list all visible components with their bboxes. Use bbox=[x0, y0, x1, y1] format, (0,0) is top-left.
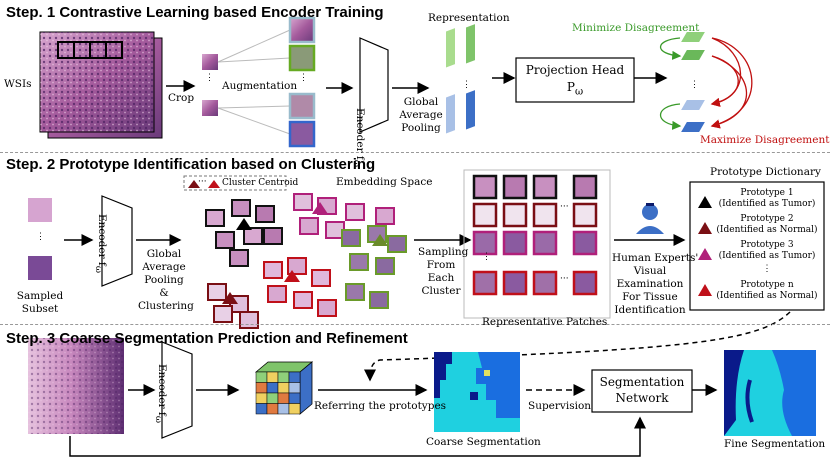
referring-prototypes-label: Referring the prototypes bbox=[314, 400, 447, 412]
prototype-3-icon bbox=[698, 248, 712, 260]
cropped-patches bbox=[202, 54, 218, 116]
representative-row-magenta bbox=[472, 230, 598, 256]
encoder-trapezoid-2 bbox=[101, 195, 133, 287]
legend-ellipsis: ··· bbox=[198, 177, 207, 187]
representation-bars bbox=[446, 24, 475, 134]
feature-cube bbox=[254, 361, 314, 415]
embedding-space-label: Embedding Space bbox=[336, 176, 433, 188]
arrow-skip-to-network bbox=[69, 416, 646, 457]
augmentation-label: Augmentation bbox=[222, 80, 298, 92]
augmentation-ellipsis: ⋮ bbox=[205, 73, 214, 83]
representative-group bbox=[463, 169, 611, 319]
projection-head-box bbox=[515, 57, 635, 103]
augmented-ellipsis: ⋮ bbox=[299, 73, 308, 83]
representative-row-black bbox=[472, 174, 598, 200]
step3-input-image bbox=[28, 338, 124, 434]
prototype-1-icon bbox=[698, 196, 712, 208]
representative-row-darkred bbox=[472, 202, 598, 228]
separator-1 bbox=[0, 152, 830, 153]
expert-person-icon bbox=[636, 203, 664, 234]
legend-centroid-icon-b bbox=[208, 180, 220, 188]
crop-label: Crop bbox=[168, 92, 195, 104]
fine-segmentation-label: Fine Segmentation bbox=[724, 438, 826, 450]
representative-patches-label: Representative Patches bbox=[482, 316, 608, 328]
coarse-segmentation-label: Coarse Segmentation bbox=[426, 436, 541, 448]
maximize-label: Maximize Disagreement bbox=[700, 134, 830, 146]
segmentation-network-box bbox=[591, 369, 693, 413]
step2-title: Step. 2 Prototype Identification based o… bbox=[6, 156, 376, 173]
wsi-label: WSIs bbox=[4, 78, 32, 90]
embedding-cluster-darkred bbox=[207, 283, 259, 329]
rep-col-ellipsis: ⋮ bbox=[482, 252, 491, 262]
representation-ellipsis: ⋮ bbox=[462, 80, 471, 90]
projected-bars bbox=[681, 32, 705, 132]
representative-row-red bbox=[472, 270, 598, 296]
prototype-dictionary-title: Prototype Dictionary bbox=[710, 166, 821, 178]
supervision-label: Supervision bbox=[528, 400, 592, 412]
rep-row1-ellipsis: ··· bbox=[560, 202, 569, 212]
augmentation-lines bbox=[217, 29, 291, 135]
coarse-segmentation-map bbox=[434, 352, 520, 432]
representation-label: Representation bbox=[428, 12, 510, 24]
encoder-trapezoid-1 bbox=[359, 37, 389, 133]
prototype-3-text: Prototype 3(Identified as Tumor) bbox=[718, 240, 816, 261]
projection-head-label: Projection Head Pω bbox=[525, 63, 625, 98]
sampled-ellipsis: ⋮ bbox=[36, 232, 45, 242]
augmented-patches bbox=[288, 16, 316, 148]
projected-ellipsis: ⋮ bbox=[690, 80, 699, 90]
sampled-subset-patches bbox=[28, 198, 52, 280]
encoder-trapezoid-3 bbox=[161, 341, 193, 439]
encoder-label-3: Encoder fω bbox=[152, 364, 168, 423]
minimize-arrows bbox=[660, 37, 682, 130]
separator-2 bbox=[0, 324, 830, 325]
maximize-arrows bbox=[710, 37, 753, 129]
embedding-cluster-red bbox=[263, 257, 337, 317]
prototype-2-icon bbox=[698, 222, 712, 234]
encoder-label-2: Encoder fω bbox=[92, 214, 108, 273]
embedding-cluster-magenta bbox=[293, 193, 395, 239]
dashed-dictionary-to-step3 bbox=[364, 311, 791, 382]
prototype-n-text: Prototype n(Identified as Normal) bbox=[716, 280, 818, 301]
prototype-2-text: Prototype 2(Identified as Normal) bbox=[716, 214, 818, 235]
prototype-n-icon bbox=[698, 284, 712, 296]
prototype-ellipsis: ⋮ bbox=[762, 264, 772, 274]
embedding-cluster-green bbox=[341, 225, 407, 309]
centroid-legend-box bbox=[183, 175, 287, 191]
wsi-stack bbox=[39, 31, 163, 139]
fine-segmentation-map bbox=[724, 350, 816, 436]
embedding-cluster-black bbox=[205, 199, 283, 267]
cluster-centroid-legend-label: Cluster Centroid bbox=[222, 178, 299, 188]
prototype-dictionary-box bbox=[689, 181, 825, 311]
step1-title: Step. 1 Contrastive Learning based Encod… bbox=[6, 4, 384, 21]
rep-row4-ellipsis: ··· bbox=[560, 274, 569, 284]
step3-title: Step. 3 Coarse Segmentation Prediction a… bbox=[6, 330, 408, 347]
legend-centroid-icon-a bbox=[188, 180, 200, 188]
minimize-label: Minimize Disagreement bbox=[572, 22, 700, 34]
prototype-1-text: Prototype 1(Identified as Tumor) bbox=[718, 188, 816, 209]
